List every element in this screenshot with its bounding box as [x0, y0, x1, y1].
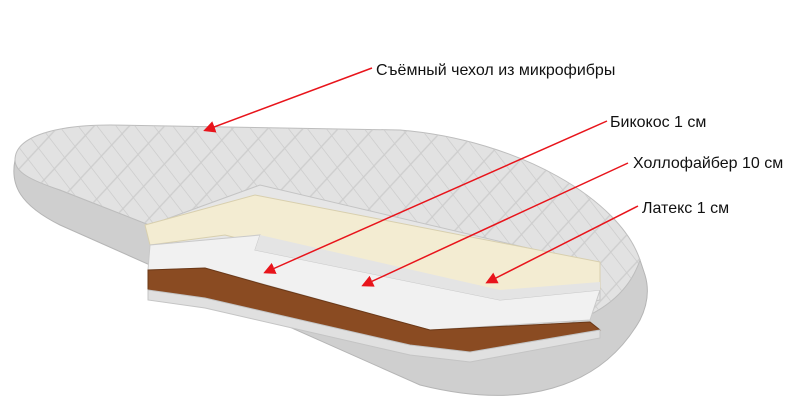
arrow-cover [203, 67, 373, 133]
arrow-latex [485, 205, 639, 284]
arrow-bicoconut [263, 120, 608, 274]
label-latex: Латекс 1 см [642, 200, 729, 217]
label-bicoconut: Бикокос 1 см [610, 114, 706, 131]
label-cover: Съёмный чехол из микрофибры [376, 62, 615, 79]
label-hollofiber: Холлофайбер 10 см [633, 155, 783, 172]
arrow-hollofiber [361, 162, 629, 287]
